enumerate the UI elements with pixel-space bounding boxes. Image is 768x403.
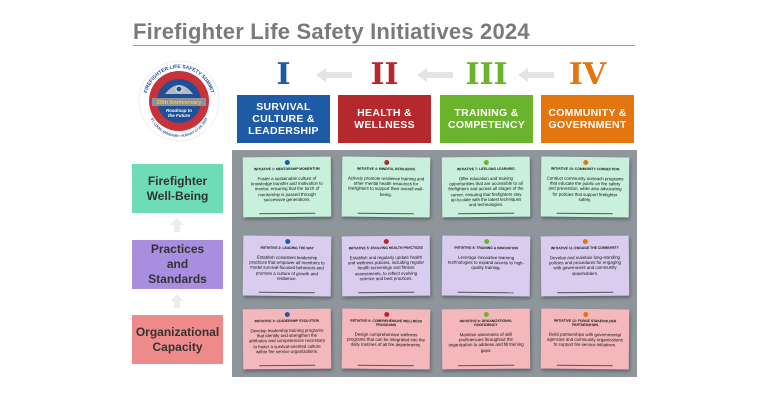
note-footer-line xyxy=(358,291,415,294)
initiative-title: INITIATIVE 7: LIFELONG LEARNING xyxy=(456,166,515,172)
initiative-title: INITIATIVE 8: TRAINING & INNOVATION xyxy=(454,245,518,251)
note-footer-line xyxy=(557,291,614,294)
initiative-note: INITIATIVE 6: COMPREHENSIVE WELLNESS PRO… xyxy=(341,308,431,370)
svg-text:the Future: the Future xyxy=(168,113,190,118)
pillar-label: HEALTH & WELLNESS xyxy=(354,107,415,131)
pushpin-icon xyxy=(483,159,489,166)
pillar-numeral-3: III xyxy=(465,57,508,92)
initiative-text: Develop leadership training programs tha… xyxy=(248,327,326,355)
initiative-note: INITIATIVE 11: ENGAGE THE COMMUNITY Devel… xyxy=(540,235,630,297)
initiative-text: Build partnerships with governmental age… xyxy=(547,331,623,348)
pillar-numeral-2: II xyxy=(370,57,399,92)
note-footer-line xyxy=(458,212,515,215)
initiative-text: Establish and regularly update health an… xyxy=(347,254,424,282)
initiative-text: Develop and maintain long-standing polic… xyxy=(548,254,621,276)
level-firefighter-well-being: Firefighter Well-Being xyxy=(132,164,223,213)
initiative-title: INITIATIVE 10: COMMUNITY CONNECTION xyxy=(550,166,620,172)
level-organizational-capacity: Organizational Capacity xyxy=(132,315,223,364)
up-arrow-icon xyxy=(170,294,184,308)
pushpin-icon xyxy=(582,159,588,166)
pillar-label: COMMUNITY & GOVERNMENT xyxy=(548,107,627,131)
pillar-community-government: COMMUNITY & GOVERNMENT xyxy=(541,95,634,143)
pillar-label: TRAINING & COMPETENCY xyxy=(447,107,526,131)
level-practices-and-standards: Practices and Standards xyxy=(132,240,223,289)
left-arrow-icon xyxy=(316,68,352,82)
left-arrow-icon xyxy=(518,68,554,82)
level-label: Firefighter Well-Being xyxy=(146,173,209,203)
pushpin-icon xyxy=(582,311,588,318)
initiative-note: INITIATIVE 3: LEADERSHIP EVOLUTION Develo… xyxy=(242,308,332,370)
initiative-note: INITIATIVE 8: TRAINING & INNOVATION Lever… xyxy=(441,235,531,297)
pillar-training-competency: TRAINING & COMPETENCY xyxy=(440,95,533,143)
initiative-title: INITIATIVE 9: ORGANIZATIONAL PROFICIENCY xyxy=(459,318,513,328)
initiative-note: INITIATIVE 7: LIFELONG LEARNING Offer edu… xyxy=(441,156,531,218)
logo-banner: 20th Anniversary xyxy=(157,100,202,106)
initiative-text: Actively promote resilience training and… xyxy=(347,175,425,197)
initiative-text: Offer education and training opportuniti… xyxy=(448,175,524,208)
pushpin-icon xyxy=(284,159,290,166)
initiative-title: INITIATIVE 4: MINDFUL RESILIENCE xyxy=(356,166,416,172)
initiative-text: Maintain awareness of skill proficiencie… xyxy=(448,331,524,353)
page-title: Firefighter Life Safety Initiatives 2024 xyxy=(133,19,530,44)
initiative-title: INITIATIVE 3: LEADERSHIP EVOLUTION xyxy=(254,318,320,324)
note-footer-line xyxy=(357,212,414,215)
initiative-text: Establish consistent leadership practice… xyxy=(249,254,325,281)
initiative-text: Foster a sustainable culture of knowledg… xyxy=(251,175,323,203)
pushpin-icon xyxy=(582,238,588,245)
initiative-note: INITIATIVE 9: ORGANIZATIONAL PROFICIENCY… xyxy=(441,308,531,370)
pillar-numeral-4: IV xyxy=(568,57,607,92)
pillar-numeral-1: I xyxy=(276,57,291,92)
initiative-note: INITIATIVE 1: MENTORSHIP MOMENTUM Foster … xyxy=(242,156,332,218)
svg-text:Roadmap to: Roadmap to xyxy=(166,108,192,113)
pushpin-icon xyxy=(383,311,389,318)
initiative-title: INITIATIVE 12: FORGE STAKEHOLDER PARTNER… xyxy=(553,318,617,328)
pushpin-icon xyxy=(483,238,489,245)
initiative-title: INITIATIVE 2: LEADING THE WAY xyxy=(260,245,314,251)
note-footer-line xyxy=(458,364,515,367)
pillar-survival-culture-leadership: SURVIVAL CULTURE & LEADERSHIP xyxy=(237,95,330,143)
initiative-note: INITIATIVE 4: MINDFUL RESILIENCE Actively… xyxy=(341,156,431,218)
initiative-note: INITIATIVE 2: LEADING THE WAY Establish c… xyxy=(242,235,332,297)
initiative-text: Conduct community outreach programs that… xyxy=(546,175,624,202)
initiative-title: INITIATIVE 1: MENTORSHIP MOMENTUM xyxy=(253,166,320,172)
pushpin-icon xyxy=(483,311,489,318)
note-footer-line xyxy=(357,364,414,367)
initiative-title: INITIATIVE 5: EVOLVING HEALTH PRACTICES xyxy=(348,245,423,251)
pillar-health-wellness: HEALTH & WELLNESS xyxy=(338,95,431,143)
initiative-title: INITIATIVE 6: COMPREHENSIVE WELLNESS PRO… xyxy=(350,318,422,328)
pushpin-icon xyxy=(284,311,290,318)
initiative-note: INITIATIVE 10: COMMUNITY CONNECTION Condu… xyxy=(540,156,630,218)
pushpin-icon xyxy=(383,159,389,166)
pushpin-icon xyxy=(383,238,389,245)
initiative-title: INITIATIVE 11: ENGAGE THE COMMUNITY xyxy=(550,245,619,251)
left-arrow-icon xyxy=(417,68,453,82)
up-arrow-icon xyxy=(170,218,184,232)
pillar-label: SURVIVAL CULTURE & LEADERSHIP xyxy=(248,101,319,137)
summit-logo: 20th Anniversary Roadmap to the Future F… xyxy=(138,60,220,142)
note-footer-line xyxy=(259,364,316,367)
note-footer-line xyxy=(457,291,514,294)
initiative-note: INITIATIVE 5: EVOLVING HEALTH PRACTICES E… xyxy=(341,235,431,297)
note-footer-line xyxy=(258,291,315,294)
initiative-text: Design comprehensive wellness programs t… xyxy=(347,331,425,348)
initiative-text: Leverage innovative learning technologie… xyxy=(448,254,525,271)
level-label: Practices and Standards xyxy=(148,242,207,286)
level-label: Organizational Capacity xyxy=(135,324,220,354)
note-footer-line xyxy=(259,212,316,215)
title-divider xyxy=(133,45,635,46)
note-footer-line xyxy=(556,364,613,367)
note-footer-line xyxy=(556,212,613,215)
initiative-note: INITIATIVE 12: FORGE STAKEHOLDER PARTNER… xyxy=(540,308,630,370)
pushpin-icon xyxy=(284,238,290,245)
